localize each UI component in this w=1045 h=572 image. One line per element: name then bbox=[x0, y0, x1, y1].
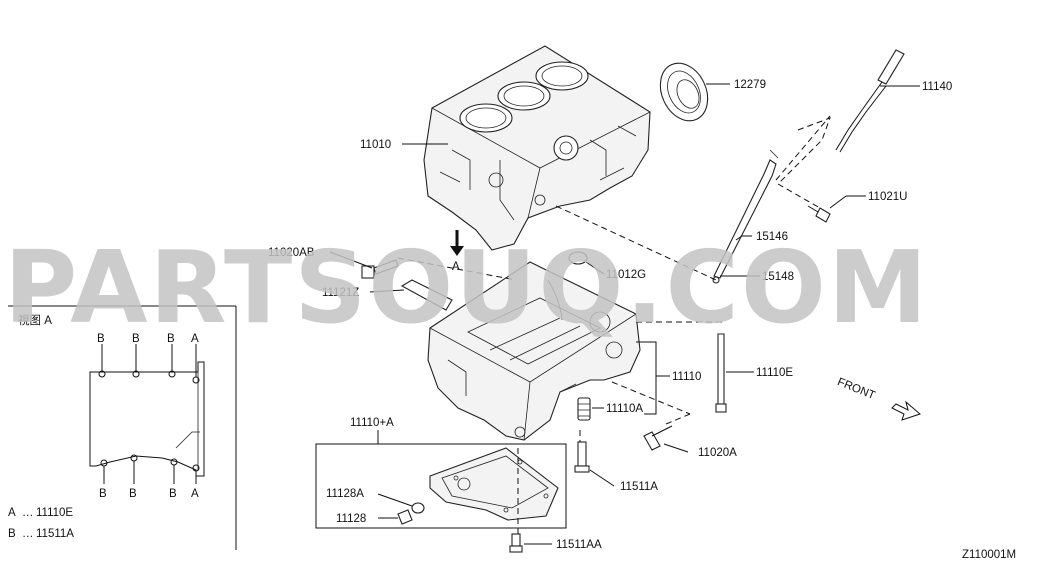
dipstick-drawing bbox=[835, 49, 905, 153]
front-label: FRONT bbox=[836, 376, 877, 402]
bolt-hole bbox=[130, 454, 138, 462]
callout-11021U: 11021U bbox=[868, 191, 907, 203]
callout-11110A: 11110A bbox=[606, 403, 643, 415]
view-a-label-b: B bbox=[97, 333, 105, 345]
front-arrow-icon bbox=[891, 400, 921, 421]
view-a-title: 視图 A bbox=[18, 313, 52, 327]
legend-value-b: 11511A bbox=[36, 528, 74, 540]
bolt-11110E-drawing bbox=[715, 333, 727, 413]
callout-11012G: 11012G bbox=[606, 269, 646, 281]
view-a-label-a: A bbox=[191, 488, 199, 500]
view-a-outline bbox=[89, 361, 205, 477]
oil-seal-drawing bbox=[659, 62, 709, 122]
stud-11110A-drawing bbox=[577, 397, 591, 421]
legend-key-a: A bbox=[8, 507, 16, 519]
callout-11020A: 11020A bbox=[698, 447, 737, 459]
washer-11128A-drawing bbox=[411, 502, 425, 514]
svg-text:…: … bbox=[22, 528, 34, 540]
callout-11010: 11010 bbox=[360, 139, 391, 151]
callout-11511AA: 11511AA bbox=[556, 539, 602, 551]
svg-text:…: … bbox=[22, 507, 34, 519]
legend-value-a: 11110E bbox=[36, 507, 73, 519]
cylinder-block-drawing bbox=[423, 45, 651, 251]
callout-11128A: 11128A bbox=[326, 488, 364, 500]
callout-11511A: 11511A bbox=[620, 481, 658, 493]
callout-11140: 11140 bbox=[922, 81, 952, 93]
callout-11110E: 11110E bbox=[756, 367, 793, 379]
view-a-label-b: B bbox=[99, 488, 107, 500]
baffle-11121Z-drawing bbox=[400, 279, 453, 311]
callout-12279: 12279 bbox=[734, 79, 766, 91]
view-a-panel: 視图 A B B B A B B B A A … 11110E B bbox=[8, 305, 237, 550]
callout-15148: 15148 bbox=[762, 271, 794, 283]
bolt-11020A-drawing bbox=[643, 425, 673, 451]
view-a-label-b: B bbox=[129, 488, 137, 500]
view-arrow-a: A bbox=[450, 230, 464, 273]
callout-11110: 11110 bbox=[672, 371, 701, 383]
dipstick-guide-drawing bbox=[712, 149, 779, 284]
seal-11012G-drawing bbox=[568, 251, 588, 265]
callout-11121Z: 11121Z bbox=[322, 287, 359, 299]
oil-pan-upper-drawing bbox=[427, 261, 641, 441]
diagram-id: Z110001M bbox=[962, 549, 1016, 561]
oil-pan-lower-drawing bbox=[429, 447, 559, 521]
dashed-alignment-lines bbox=[397, 115, 831, 534]
callout-11110-plus-a: 11110+A bbox=[350, 417, 394, 429]
callout-15146: 15146 bbox=[756, 231, 788, 243]
view-a-label-b: B bbox=[132, 333, 140, 345]
view-arrow-label: A bbox=[452, 261, 460, 273]
view-a-label-b: B bbox=[169, 488, 177, 500]
front-indicator: FRONT bbox=[836, 376, 877, 402]
bolt-11511AA-drawing bbox=[509, 533, 523, 553]
callout-11128: 11128 bbox=[336, 513, 366, 525]
view-a-label-a: A bbox=[191, 333, 199, 345]
legend-key-b: B bbox=[8, 528, 16, 540]
drain-plug-11128-drawing bbox=[397, 509, 413, 525]
watermark: PARTSOUQ.COM bbox=[4, 229, 929, 346]
callout-11020AB: 11020AB bbox=[268, 247, 315, 259]
bolt-11021U-drawing bbox=[807, 205, 831, 223]
oil-pan-lower-box bbox=[315, 443, 567, 529]
view-a-label-b: B bbox=[167, 333, 175, 345]
bolt-11511A-drawing bbox=[574, 441, 590, 473]
callouts: 12279 11140 11010 11021U 15146 11020AB 1… bbox=[268, 79, 952, 551]
bolt-11020AB-drawing bbox=[361, 259, 399, 279]
